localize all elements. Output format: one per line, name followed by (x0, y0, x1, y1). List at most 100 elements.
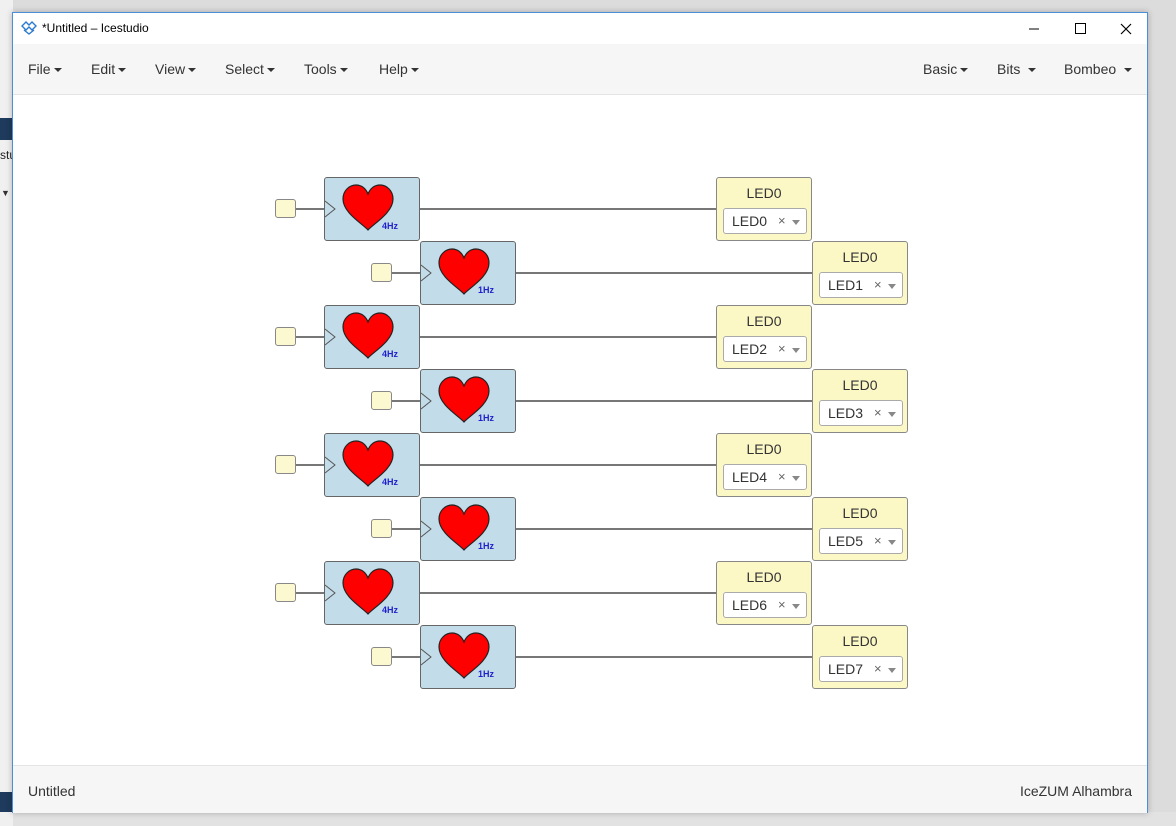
led-block-name: LED0 (842, 377, 878, 393)
led-pin-select[interactable]: LED0 × (723, 208, 807, 234)
clear-selection-icon[interactable]: × (874, 277, 882, 292)
clock-block[interactable]: 1Hz (420, 369, 516, 433)
clear-selection-icon[interactable]: × (874, 405, 882, 420)
clock-frequency-label: 1Hz (478, 285, 495, 295)
caret-down-icon (53, 68, 62, 72)
heart-icon (438, 248, 490, 295)
clock-block[interactable]: 1Hz (420, 625, 516, 689)
caret-down-icon (188, 68, 197, 72)
select-caret-down-icon[interactable] (888, 412, 896, 417)
clear-selection-icon[interactable]: × (874, 533, 882, 548)
clock-input-arrow-icon (420, 264, 432, 282)
led-pin-select[interactable]: LED7× (819, 656, 903, 682)
clock-block[interactable]: 4Hz (324, 305, 420, 369)
menu-file[interactable]: File (28, 61, 62, 77)
clear-selection-icon[interactable]: × (778, 341, 786, 356)
input-port[interactable] (371, 519, 392, 538)
wire[interactable] (392, 656, 420, 658)
menu-tools-label: Tools (304, 61, 337, 77)
clock-block[interactable]: 4Hz (324, 177, 420, 241)
wire[interactable] (420, 336, 716, 338)
wire[interactable] (420, 208, 716, 210)
led-pin-value: LED6 (732, 597, 768, 613)
input-port[interactable] (371, 391, 392, 410)
clock-frequency-label: 4Hz (382, 605, 399, 615)
board-name[interactable]: IceZUM Alhambra (1019, 783, 1132, 799)
clock-block[interactable]: 1Hz (420, 497, 516, 561)
select-caret-down-icon[interactable] (792, 476, 800, 481)
select-caret-down-icon[interactable] (792, 348, 800, 353)
menu-basic[interactable]: Basic (923, 61, 969, 77)
wire[interactable] (296, 592, 324, 594)
menu-help[interactable]: Help (379, 61, 419, 77)
led-pin-select[interactable]: LED2× (723, 336, 807, 362)
clock-block[interactable]: 1Hz (420, 241, 516, 305)
maximize-button[interactable] (1057, 13, 1103, 44)
wire[interactable] (516, 400, 812, 402)
clock-block[interactable]: 4Hz (324, 561, 420, 625)
wire[interactable] (296, 336, 324, 338)
wire[interactable] (296, 208, 324, 210)
wire[interactable] (516, 656, 812, 658)
led-pin-select[interactable]: LED4 × (723, 464, 807, 490)
led-pin-select[interactable]: LED6 × (723, 592, 807, 618)
close-button[interactable] (1103, 13, 1149, 44)
clear-selection-icon[interactable]: × (874, 661, 882, 676)
menu-tools[interactable]: Tools (304, 61, 348, 77)
input-port[interactable] (275, 455, 296, 474)
menu-bits[interactable]: Bits (997, 61, 1037, 77)
led-pin-select[interactable]: LED1× (819, 272, 903, 298)
input-port[interactable] (371, 647, 392, 666)
led-block-name: LED0 (746, 441, 782, 457)
select-caret-down-icon[interactable] (888, 284, 896, 289)
wire[interactable] (392, 528, 420, 530)
minimize-button[interactable] (1011, 13, 1057, 44)
clock-input-arrow-icon (420, 648, 432, 666)
wire[interactable] (296, 464, 324, 466)
wire[interactable] (392, 272, 420, 274)
clear-selection-icon[interactable]: × (778, 597, 786, 612)
project-name: Untitled (28, 783, 76, 799)
clear-selection-icon[interactable]: × (778, 469, 786, 484)
menu-bits-label: Bits (997, 61, 1021, 77)
menu-bombeo[interactable]: Bombeo (1064, 61, 1133, 77)
led-pin-value: LED0 (732, 213, 768, 229)
input-port[interactable] (275, 199, 296, 218)
menu-edit[interactable]: Edit (91, 61, 127, 77)
select-caret-down-icon[interactable] (792, 604, 800, 609)
wire[interactable] (392, 400, 420, 402)
input-port[interactable] (371, 263, 392, 282)
led-pin-select[interactable]: LED3× (819, 400, 903, 426)
led-pin-select[interactable]: LED5× (819, 528, 903, 554)
menu-view[interactable]: View (155, 61, 197, 77)
wire[interactable] (516, 272, 812, 274)
select-caret-down-icon[interactable] (792, 220, 800, 225)
menu-view-label: View (155, 61, 186, 77)
menu-select[interactable]: Select (225, 61, 275, 77)
title-bar[interactable]: *Untitled – Icestudio (13, 13, 1147, 44)
heart-icon (342, 440, 394, 487)
clock-input-arrow-icon (324, 328, 336, 346)
wire[interactable] (420, 464, 716, 466)
caret-down-icon (960, 68, 969, 72)
wire[interactable] (516, 528, 812, 530)
wire[interactable] (420, 592, 716, 594)
clear-selection-icon[interactable]: × (778, 213, 786, 228)
select-caret-down-icon[interactable] (888, 540, 896, 545)
clock-frequency-label: 1Hz (478, 413, 495, 423)
maximize-icon (1074, 23, 1086, 34)
select-caret-down-icon[interactable] (888, 668, 896, 673)
input-port[interactable] (275, 327, 296, 346)
led-pin-value: LED4 (732, 469, 768, 485)
input-port[interactable] (275, 583, 296, 602)
clock-block[interactable]: 4Hz (324, 433, 420, 497)
